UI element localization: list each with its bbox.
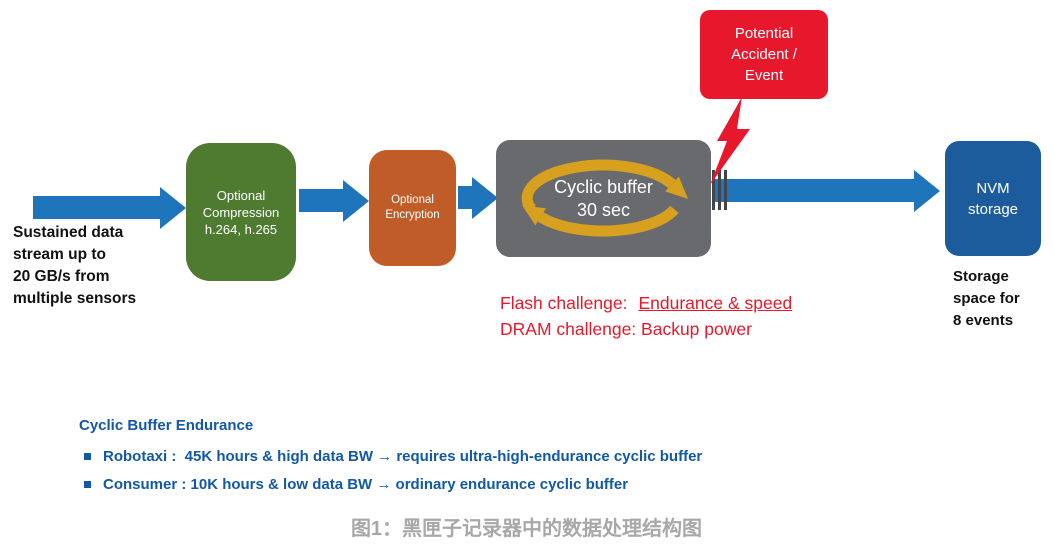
endurance-section-title: Cyclic Buffer Endurance	[79, 417, 254, 434]
event-tick	[724, 170, 727, 210]
flow-arrow-source-to-compression	[33, 196, 160, 219]
dram-challenge-line: DRAM challenge: Backup power	[500, 319, 752, 339]
flash-challenge-line: Flash challenge: Endurance & speed	[500, 290, 792, 316]
potential-accident-callout: Potential Accident / Event	[700, 10, 828, 99]
bullet-square-icon	[84, 453, 91, 460]
endurance-bullet-robotaxi: Robotaxi : 45K hours & high data BW → re…	[103, 448, 703, 465]
cyclic-buffer-box: Cyclic buffer 30 sec	[496, 140, 711, 257]
flash-challenge-label: Flash challenge:	[500, 293, 628, 313]
compression-box: Optional Compression h.264, h.265	[186, 143, 296, 281]
sustained-data-source-label: Sustained data stream up to 20 GB/s from…	[13, 224, 137, 307]
endurance-bullet-consumer: Consumer : 10K hours & low data BW → ord…	[103, 476, 629, 493]
cyclic-buffer-label: Cyclic buffer 30 sec	[554, 176, 653, 220]
encryption-box: Optional Encryption	[369, 150, 456, 266]
list-item: Robotaxi : 45K hours & high data BW → re…	[84, 448, 984, 465]
list-item: Consumer : 10K hours & low data BW → ord…	[84, 476, 984, 493]
flow-arrow-compression-to-encryption	[299, 189, 343, 212]
flow-arrow-buffer-to-nvm	[714, 179, 914, 202]
flash-challenge-value: Endurance & speed	[638, 293, 793, 313]
bullet-square-icon	[84, 481, 91, 488]
flow-arrow-encryption-to-buffer	[458, 186, 472, 209]
storage-space-note: Storage space for 8 events	[953, 268, 1020, 329]
cyclic-arrows-icon	[521, 159, 689, 237]
event-tick	[718, 170, 721, 210]
figure-caption: 图1：黑匣子记录器中的数据处理结构图	[350, 518, 703, 540]
event-tick	[712, 170, 715, 210]
event-marker-ticks	[712, 170, 730, 210]
cyclic-buffer-endurance-section: Cyclic Buffer Endurance Robotaxi : 45K h…	[79, 417, 702, 493]
lightning-bolt-icon	[710, 97, 750, 185]
nvm-storage-box: NVM storage	[945, 141, 1041, 256]
challenge-notes: Flash challenge: Endurance & speed DRAM c…	[500, 290, 792, 342]
